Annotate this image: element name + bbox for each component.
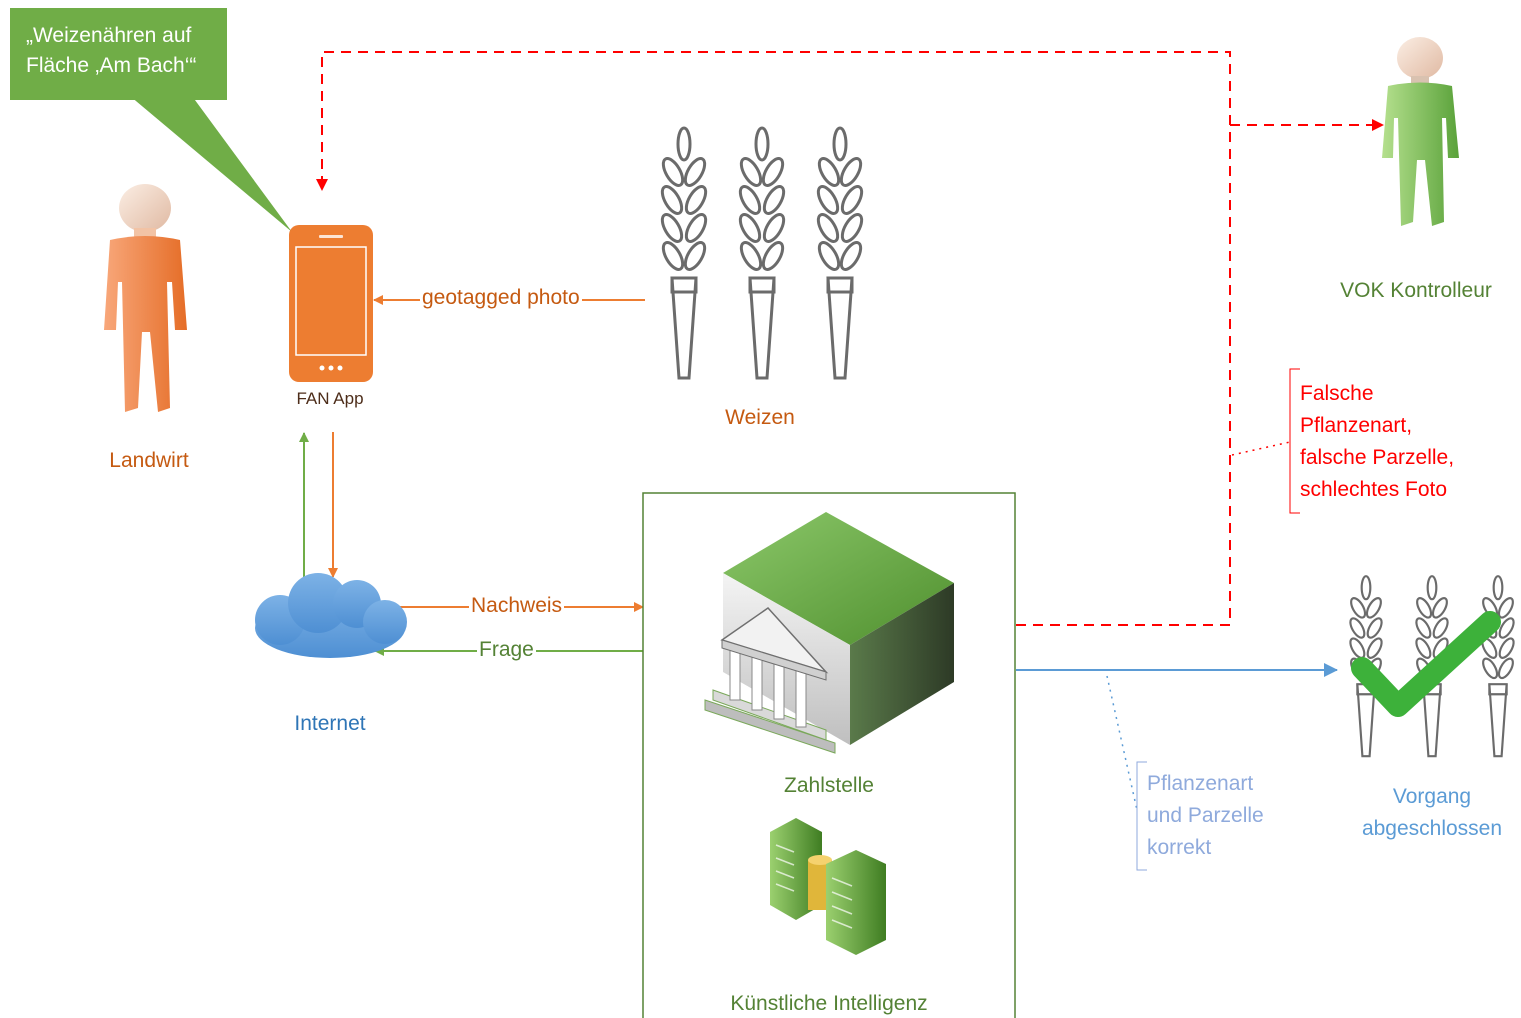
wheat-icon — [734, 126, 790, 380]
falsch-line: schlechtes Foto — [1300, 478, 1448, 501]
korrekt-line: Pflanzenart — [1147, 772, 1254, 795]
fan-app-label: FAN App — [296, 389, 364, 408]
wheat-icon — [812, 126, 868, 380]
speech-bubble-line: Fläche ‚Am Bach‘“ — [26, 54, 197, 77]
nachweis-label: Nachweis — [469, 594, 565, 618]
falsch-bracket — [1289, 368, 1300, 514]
weizen-label: Weizen — [725, 406, 795, 429]
kontrolleur-icon — [1382, 37, 1459, 226]
wheat-icon — [656, 126, 712, 380]
geotagged-photo-label: geotagged photo — [420, 286, 582, 310]
falsch-line: Pflanzenart, — [1300, 414, 1413, 437]
wheat-icon — [1478, 575, 1518, 758]
frage-label: Frage — [477, 638, 536, 662]
falsch-line: Falsche — [1300, 382, 1374, 405]
korrekt-bracket — [1136, 761, 1147, 871]
bank-building-icon — [704, 512, 954, 754]
zahlstelle-label: Zahlstelle — [784, 774, 874, 797]
checkmark-icon — [1351, 611, 1501, 717]
speech-bubble-text: „Weizenähren auf Fläche ‚Am Bach‘“ — [26, 21, 196, 81]
landwirt-label: Landwirt — [109, 449, 189, 472]
speech-bubble-line: „Weizenähren auf — [26, 24, 192, 47]
server-icon — [770, 818, 886, 955]
korrekt-line: korrekt — [1147, 836, 1212, 859]
ki-label: Künstliche Intelligenz — [730, 992, 928, 1015]
korrekt-annotation: Pflanzenart und Parzelle korrekt — [1147, 768, 1264, 864]
vorgang-line: abgeschlossen — [1361, 817, 1503, 840]
vorgang-label: Vorgang abgeschlossen — [1362, 781, 1502, 845]
falsch-annotation: Falsche Pflanzenart, falsche Parzelle, s… — [1300, 378, 1454, 506]
fan-app-phone-icon — [289, 225, 373, 382]
vok-kontrolleur-label: VOK Kontrolleur — [1340, 279, 1492, 302]
red-feedback-line — [316, 51, 1231, 626]
internet-label: Internet — [294, 712, 366, 735]
cloud-icon — [255, 573, 407, 658]
korrekt-line: und Parzelle — [1147, 804, 1264, 827]
falsch-line: falsche Parzelle, — [1300, 446, 1455, 469]
speech-bubble — [10, 8, 292, 232]
landwirt-icon — [104, 184, 187, 412]
vorgang-line: Vorgang — [1392, 785, 1472, 808]
